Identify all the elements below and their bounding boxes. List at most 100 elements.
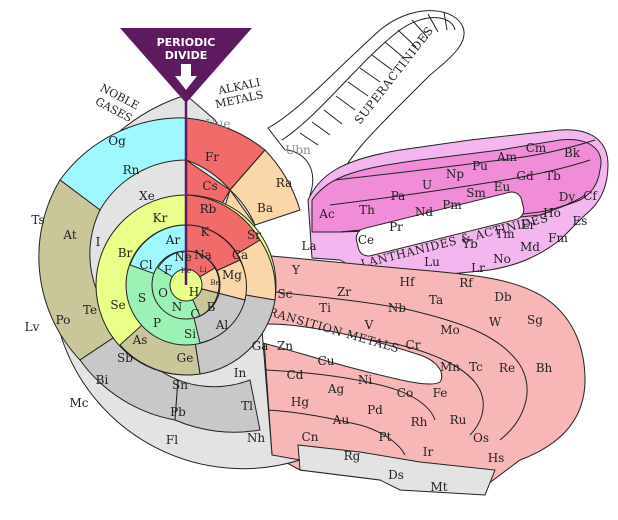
- element-Db: Db: [494, 290, 512, 304]
- element-Ac: Ac: [318, 207, 335, 221]
- element-Mn: Mn: [440, 360, 460, 374]
- element-As: As: [132, 333, 148, 347]
- down-arrow-icon: [175, 64, 197, 90]
- element-Pm: Pm: [442, 198, 462, 212]
- element-Bh: Bh: [536, 361, 553, 375]
- element-Yb: Yb: [461, 237, 478, 251]
- element-V: V: [364, 318, 374, 332]
- element-Og: Og: [108, 134, 126, 148]
- element-Ir: Ir: [423, 445, 434, 459]
- element-N: N: [172, 300, 183, 314]
- element-Ubn: Ubn: [285, 143, 311, 157]
- periodic-divide-pointer: PERIODIC DIVIDE: [120, 28, 252, 103]
- element-Tb: Tb: [545, 169, 561, 183]
- element-H: H: [189, 285, 199, 299]
- element-Mg: Mg: [222, 268, 242, 282]
- element-W: W: [489, 315, 502, 329]
- element-Lv: Lv: [25, 320, 40, 334]
- transition-metals-arm: TRANSITION METALS: [249, 254, 586, 496]
- element-Pa: Pa: [391, 189, 406, 203]
- element-Sn: Sn: [172, 378, 188, 392]
- element-Rf: Rf: [459, 276, 474, 290]
- element-Ar: Ar: [165, 233, 181, 247]
- lanthanides-actinides-arm: LANTHANIDES & ACTINIDES: [307, 129, 609, 277]
- element-Rh: Rh: [411, 415, 428, 429]
- element-Am: Am: [496, 150, 518, 164]
- element-Ge: Ge: [177, 351, 194, 365]
- element-Ce: Ce: [358, 233, 374, 247]
- divide-title-line1: PERIODIC: [157, 36, 216, 49]
- element-Ba: Ba: [257, 201, 273, 215]
- element-Re: Re: [499, 361, 515, 375]
- element-Ne: Ne: [174, 250, 192, 264]
- element-Cd: Cd: [287, 368, 304, 382]
- element-Ag: Ag: [327, 382, 345, 396]
- element-Li: Li: [200, 266, 208, 274]
- element-La: La: [301, 239, 316, 253]
- element-Os: Os: [473, 431, 489, 445]
- element-Er: Er: [521, 218, 536, 232]
- element-Lr: Lr: [471, 261, 485, 275]
- element-Bk: Bk: [564, 146, 581, 160]
- element-Pt: Pt: [379, 430, 392, 444]
- element-Bi: Bi: [96, 373, 109, 387]
- element-Nb: Nb: [388, 301, 407, 315]
- element-Eu: Eu: [494, 180, 511, 194]
- element-Ru: Ru: [450, 413, 467, 427]
- element-Mo: Mo: [440, 323, 460, 337]
- element-Ra: Ra: [276, 176, 292, 190]
- element-Cs: Cs: [202, 179, 217, 193]
- element-Gd: Gd: [516, 169, 534, 183]
- element-Es: Es: [573, 214, 588, 228]
- element-Zn: Zn: [277, 339, 293, 353]
- element-In: In: [234, 366, 247, 380]
- element-No: No: [493, 252, 511, 266]
- element-Cr: Cr: [406, 338, 421, 352]
- element-Cu: Cu: [318, 354, 335, 368]
- element-Sm: Sm: [466, 186, 486, 200]
- superactinides-arm: SUPERACTINIDES: [267, 10, 465, 196]
- element-Tc: Tc: [469, 360, 483, 374]
- divide-title-line2: DIVIDE: [165, 49, 207, 62]
- element-Rg: Rg: [344, 449, 361, 463]
- element-Ga: Ga: [252, 339, 269, 353]
- element-Sr: Sr: [247, 228, 261, 242]
- element-U: U: [422, 178, 432, 192]
- element-B: B: [207, 300, 216, 314]
- element-Fl: Fl: [166, 433, 178, 447]
- element-Ta: Ta: [429, 293, 443, 307]
- element-symbols: H He Li Be B C N O F Ne Na Mg Al Si P S …: [25, 117, 599, 494]
- element-Ds: Ds: [388, 468, 404, 482]
- element-I: I: [96, 235, 101, 249]
- element-Tm: Tm: [495, 227, 515, 241]
- element-Hg: Hg: [291, 395, 309, 409]
- element-C: C: [190, 307, 199, 321]
- element-F: F: [164, 263, 172, 277]
- element-Lu: Lu: [424, 255, 440, 269]
- element-Nh: Nh: [247, 431, 266, 445]
- element-Th: Th: [359, 203, 375, 217]
- element-Np: Np: [446, 167, 465, 181]
- element-Pr: Pr: [389, 220, 403, 234]
- element-Hf: Hf: [400, 275, 416, 289]
- element-Ho: Ho: [543, 206, 561, 220]
- element-Cf: Cf: [583, 189, 598, 203]
- element-Te: Te: [83, 303, 97, 317]
- element-Md: Md: [520, 240, 540, 254]
- element-Fe: Fe: [433, 386, 448, 400]
- element-Mc: Mc: [69, 396, 88, 410]
- element-Sb: Sb: [117, 351, 133, 365]
- element-Sc: Sc: [278, 287, 293, 301]
- element-Cm: Cm: [526, 141, 547, 155]
- element-Pd: Pd: [367, 403, 383, 417]
- element-Y: Y: [291, 263, 301, 277]
- element-Dy: Dy: [559, 190, 576, 204]
- element-Br: Br: [118, 246, 133, 260]
- element-Fr: Fr: [205, 150, 219, 164]
- element-Xe: Xe: [139, 189, 155, 203]
- element-Hs: Hs: [488, 451, 505, 465]
- element-Ts: Ts: [31, 213, 44, 227]
- element-Na: Na: [194, 248, 212, 262]
